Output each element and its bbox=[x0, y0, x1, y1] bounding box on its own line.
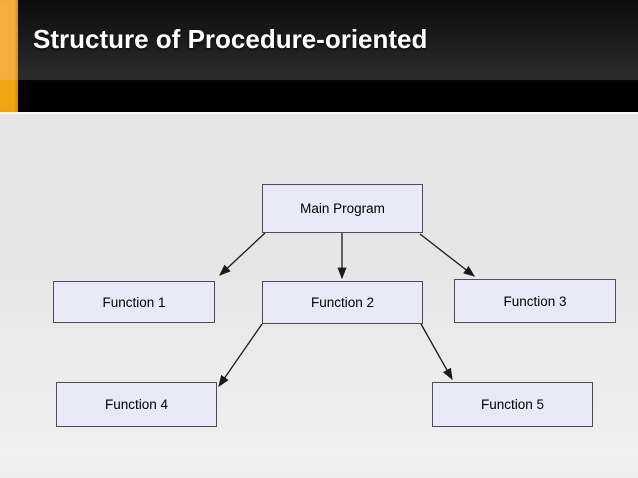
diagram-node-label: Function 2 bbox=[310, 295, 375, 310]
diagram-node-label: Function 3 bbox=[503, 293, 567, 309]
diagram-node-function-2: Function 2 bbox=[262, 281, 423, 324]
slide-title: Structure of Procedure-oriented bbox=[33, 24, 428, 54]
arrow-function-2-to-function-5 bbox=[420, 323, 453, 381]
diagram-node-label: Function 5 bbox=[480, 397, 545, 412]
accent-bar bbox=[0, 0, 18, 114]
diagram-node-function-5: Function 5 bbox=[432, 382, 593, 427]
diagram-node-function-4: Function 4 bbox=[56, 382, 217, 427]
diagram-node-label: Main Program bbox=[300, 201, 385, 216]
diagram-node-label: Function 1 bbox=[102, 294, 166, 310]
diagram-node-function-3: Function 3 bbox=[454, 279, 616, 323]
header-background bbox=[18, 0, 638, 114]
arrow-function-2-to-function-4 bbox=[218, 323, 263, 388]
diagram-node-label: Function 4 bbox=[104, 397, 169, 412]
arrow-main-program-to-function-1 bbox=[219, 232, 266, 276]
diagram-node-function-1: Function 1 bbox=[53, 281, 215, 323]
arrow-main-program-to-function-3 bbox=[419, 233, 476, 277]
slide-header: Structure of Procedure-oriented bbox=[0, 0, 638, 114]
diagram-node-main-program: Main Program bbox=[262, 184, 423, 233]
